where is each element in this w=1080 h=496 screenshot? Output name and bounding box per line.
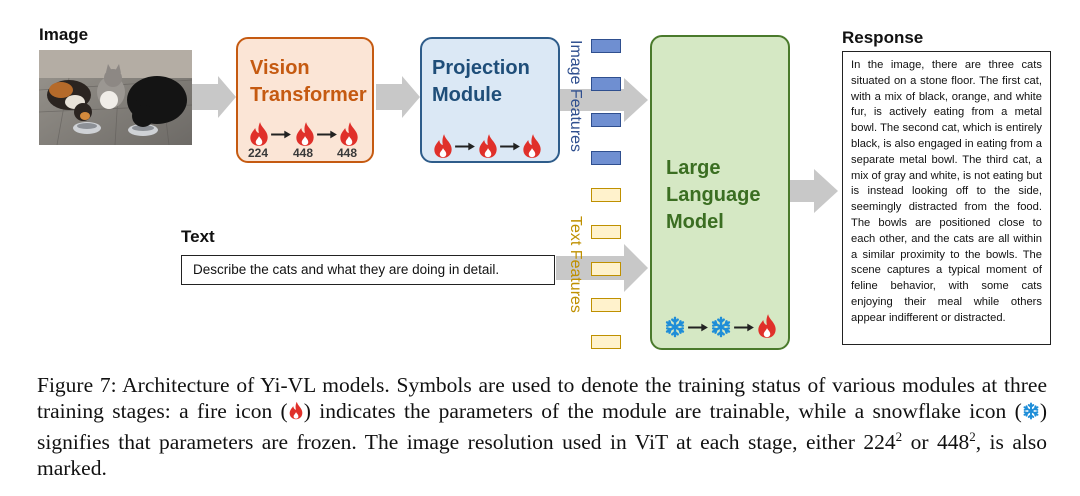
text-feature-token [591,335,621,349]
resolution-stage-2: 448 [293,146,314,160]
caption-part-1: Figure 7: Architecture of Yi-VL models. … [37,373,1047,423]
image-feature-token [591,113,621,127]
llm-title: Large Language Model [666,155,760,236]
projection-title: Projection Module [432,55,530,109]
large-language-model-box: Large Language Model [650,35,790,350]
fire-icon [477,133,499,159]
image-feature-token [591,77,621,91]
image-heading: Image [39,25,89,44]
resolution-stage-1: 224 [248,146,269,160]
text-features-label: Text Features [567,216,584,313]
vit-title-line2: Transformer [250,84,367,106]
response-heading: Response [842,28,924,47]
arrow-right-icon [270,129,292,140]
text-feature-token [591,298,621,312]
figure-caption: Figure 7: Architecture of Yi-VL models. … [37,372,1047,481]
text-prompt-box: Describe the cats and what they are doin… [181,255,555,285]
fire-icon [248,121,270,147]
image-feature-token [591,39,621,53]
text-feature-token [591,225,621,239]
caption-part-2: ) indicates the parameters of the module… [303,399,1022,423]
caption-or: or [902,430,937,455]
text-feature-token [591,188,621,202]
snowflake-icon [1022,402,1040,420]
arrow-right-icon [733,322,755,333]
vit-title-line1: Vision [250,57,310,79]
arrow-right-icon [454,141,476,152]
text-feature-token [591,262,621,276]
projection-title-line1: Projection [432,57,530,79]
caption-part-4: , is also marked. [37,430,1047,481]
cats-photo [39,50,192,145]
caption-part-3: ) signifies that parameters are frozen. … [37,399,1047,455]
vit-title: Vision Transformer [250,55,367,109]
llm-title-line3: Model [666,211,724,233]
snowflake-icon [664,316,686,338]
caption-res-448: 4482 [936,429,976,455]
text-heading: Text [181,227,215,246]
arrow-right-icon [499,141,521,152]
llm-title-line2: Language [666,184,761,206]
image-feature-token [591,151,621,165]
projection-module-box: Projection Module [420,37,560,163]
vit-to-projection-arrow [376,76,420,118]
resolution-stage-3: 448 [337,146,358,160]
fire-icon [294,121,316,147]
image-to-vit-arrow [192,76,236,118]
response-text-box: In the image, there are three cats situa… [842,51,1051,345]
projection-to-llm-arrow [560,78,648,122]
arrow-right-icon [687,322,709,333]
projection-title-line2: Module [432,84,502,106]
snowflake-icon [710,316,732,338]
fire-icon [288,401,304,420]
caption-res-224: 2242 [863,429,903,455]
fire-icon [432,133,454,159]
llm-to-response-arrow [790,169,838,213]
image-features-label: Image Features [567,40,584,153]
fire-icon [338,121,360,147]
fire-icon [756,313,778,339]
llm-title-line1: Large [666,157,721,179]
fire-icon [521,133,543,159]
vision-transformer-box: Vision Transformer 224 448 448 [236,37,374,163]
arrow-right-icon [316,129,338,140]
